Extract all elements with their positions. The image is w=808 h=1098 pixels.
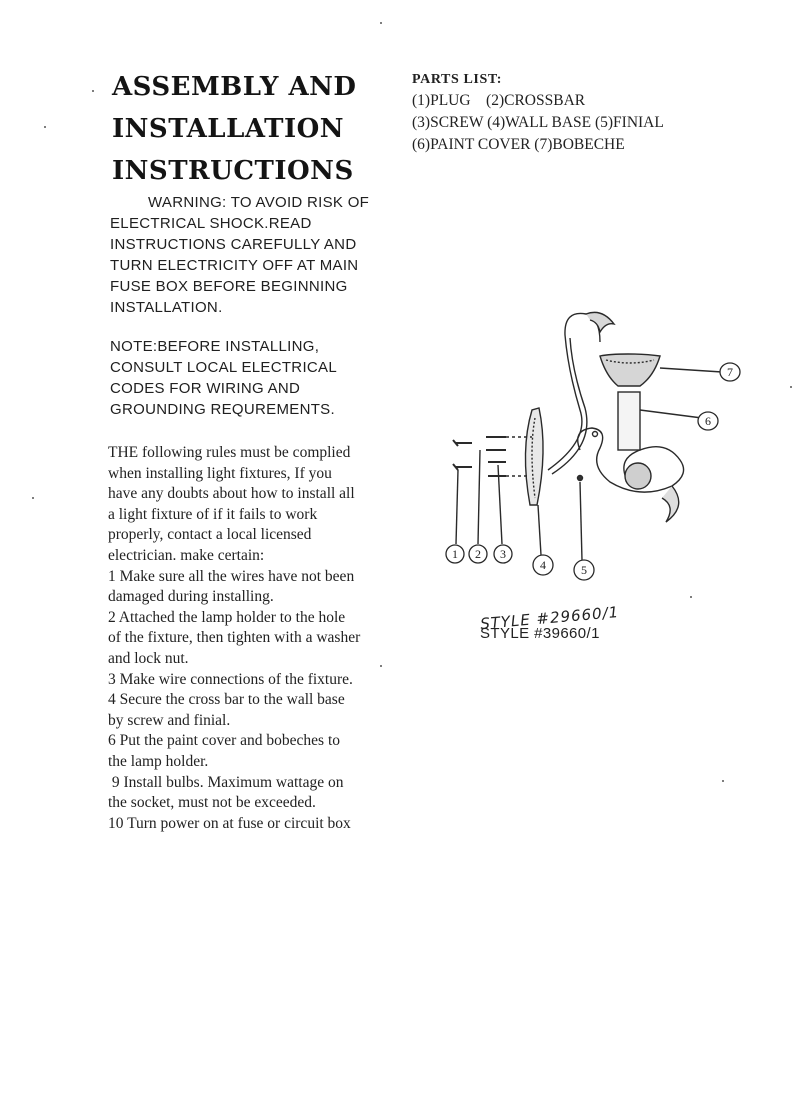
callout-4: 4 [540, 558, 546, 572]
rules-line: 4 Secure the cross bar to the wall base [108, 691, 345, 709]
warning-line: WARNING: TO AVOID RISK OF [148, 194, 370, 211]
paint-cover-part [617, 391, 641, 451]
rules-line: by screw and finial. [108, 711, 231, 729]
rules-line: 3 Make wire connections of the fixture. [108, 670, 353, 688]
callout-1: 1 [452, 547, 458, 561]
parts-list-line: (3)SCREW (4)WALL BASE (5)FINIAL [412, 114, 664, 131]
scan-speck [380, 665, 382, 667]
fixture-scroll [577, 427, 685, 493]
rules-paragraph: THE following rules must be complied whe… [108, 443, 360, 834]
warning-line: ELECTRICAL SHOCK.READ [110, 215, 312, 232]
warning-line: FUSE BOX BEFORE BEGINNING [110, 278, 348, 295]
finial-part [576, 474, 584, 482]
scan-speck [690, 596, 692, 598]
callout-5: 5 [581, 563, 587, 577]
warning-paragraph: WARNING: TO AVOID RISK OF ELECTRICAL SHO… [110, 192, 369, 318]
warning-line: INSTRUCTIONS CAREFULLY AND [110, 236, 357, 253]
callout-7: 7 [727, 365, 733, 379]
rules-line: 1 Make sure all the wires have not been [108, 567, 355, 585]
wall-base-plate [524, 407, 544, 506]
rules-line: damaged during installing. [108, 588, 274, 606]
rules-line: of the fixture, then tighten with a wash… [108, 629, 361, 647]
rules-line: 10 Turn power on at fuse or circuit box [108, 814, 351, 832]
rules-line: a light fixture of if it fails to work [108, 505, 318, 523]
callout-3: 3 [500, 547, 506, 561]
plug-part [452, 439, 472, 471]
fixture-arm [547, 312, 601, 471]
note-paragraph: NOTE:BEFORE INSTALLING, CONSULT LOCAL EL… [110, 336, 337, 420]
title-line-1: ASSEMBLY AND [112, 72, 357, 102]
rules-line: electrician. make certain: [108, 546, 265, 564]
rules-line: THE following rules must be complied [108, 444, 351, 461]
callout-6: 6 [705, 414, 711, 428]
style-number-printed: STYLE #39660/1 [480, 625, 600, 642]
title-line-3: INSTRUCTIONS [112, 156, 354, 186]
parts-list-line: (1)PLUG (2)CROSSBAR [412, 92, 586, 109]
rules-line: the socket, must not be exceeded. [108, 794, 316, 812]
rules-line: properly, contact a local licensed [108, 526, 312, 544]
scan-speck [92, 90, 94, 92]
parts-list-title: PARTS LIST: [412, 72, 502, 87]
warning-line: TURN ELECTRICITY OFF AT MAIN [110, 257, 359, 274]
note-line: CODES FOR WIRING AND [110, 380, 301, 397]
rules-line: 9 Install bulbs. Maximum wattage on [108, 773, 344, 791]
scan-speck [44, 126, 46, 128]
scan-speck [32, 497, 34, 499]
note-line: CONSULT LOCAL ELECTRICAL [110, 359, 337, 376]
screw-part [486, 436, 506, 477]
document-title: ASSEMBLY AND INSTALLATION INSTRUCTIONS [112, 66, 356, 192]
parts-list: PARTS LIST: (1)PLUG (2)CROSSBAR (3)SCREW… [412, 70, 664, 156]
scan-speck [790, 386, 792, 388]
parts-list-line: (6)PAINT COVER (7)BOBECHE [412, 136, 625, 153]
note-line: GROUNDING REQUREMENTS. [110, 401, 335, 418]
rules-line: have any doubts about how to install all [108, 485, 355, 503]
note-line: NOTE:BEFORE INSTALLING, [110, 338, 320, 355]
warning-line: INSTALLATION. [110, 299, 223, 316]
title-line-2: INSTALLATION [112, 114, 345, 144]
rules-line: 2 Attached the lamp holder to the hole [108, 608, 346, 626]
rules-line: and lock nut. [108, 649, 189, 667]
callout-2: 2 [475, 547, 481, 561]
rules-line: when installing light fixtures, If you [108, 464, 332, 482]
rules-line: the lamp holder. [108, 752, 209, 770]
bobeche-part [599, 353, 661, 387]
rules-line: 6 Put the paint cover and bobeches to [108, 732, 341, 750]
scan-speck [380, 22, 382, 24]
scan-speck [722, 780, 724, 782]
fixture-diagram: 1 2 3 4 5 7 6 [445, 311, 741, 581]
